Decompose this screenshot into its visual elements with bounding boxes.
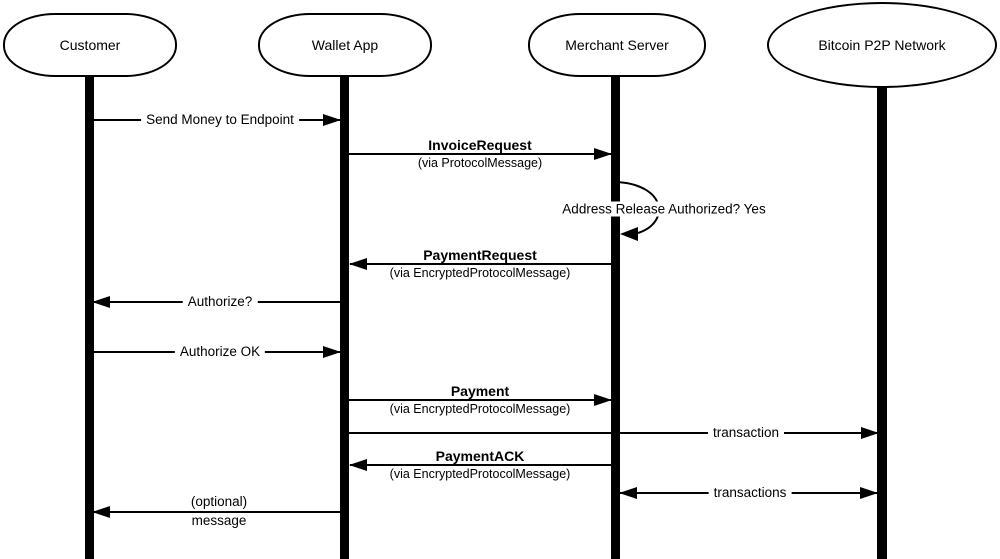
actor-bitcoin-p2p-network-label: Bitcoin P2P Network: [818, 37, 946, 53]
message-label-address-release: Address Release Authorized? Yes: [559, 201, 769, 217]
arrowhead-left-icon: [620, 227, 638, 241]
message-authorize: Authorize?: [92, 294, 340, 310]
message-label: InvoiceRequest: [423, 136, 537, 154]
arrowhead-left-icon: [92, 296, 110, 308]
arrowhead-right-icon: [594, 148, 612, 160]
arrowhead-left-icon: [92, 506, 110, 518]
message-authorize-ok: Authorize OK: [93, 344, 341, 360]
actor-merchant-server-label: Merchant Server: [565, 37, 669, 53]
message-label: transactions: [708, 485, 792, 501]
message-invoice-request: InvoiceRequest (via ProtocolMessage): [349, 136, 612, 171]
message-label: Send Money to Endpoint: [141, 112, 299, 128]
lifeline-wallet-app: [340, 74, 349, 559]
message-transactions: transactions: [619, 485, 878, 501]
actor-bitcoin-p2p-network: Bitcoin P2P Network: [767, 2, 997, 88]
arrowhead-left-icon: [619, 487, 637, 499]
message-sublabel: (via EncryptedProtocolMessage): [384, 466, 576, 482]
message-label: transaction: [707, 425, 785, 441]
arrowhead-right-icon: [860, 487, 878, 499]
arrowhead-right-icon: [594, 394, 612, 406]
arrowhead-right-icon: [323, 346, 341, 358]
actor-customer-label: Customer: [59, 37, 121, 53]
lifeline-bitcoin-network: [877, 85, 887, 559]
arrowhead-left-icon: [349, 459, 367, 471]
message-label: PaymentRequest: [418, 246, 542, 264]
message-sublabel: (via ProtocolMessage): [412, 155, 548, 171]
message-label: Authorize OK: [174, 344, 266, 360]
actor-wallet-app-label: Wallet App: [311, 37, 379, 53]
message-optional-message: (optional) message: [92, 494, 340, 529]
arrowhead-left-icon: [349, 258, 367, 270]
message-payment: Payment (via EncryptedProtocolMessage): [349, 382, 612, 417]
message-label: Payment: [445, 382, 515, 400]
actor-customer: Customer: [3, 13, 177, 77]
message-sublabel: message: [186, 513, 252, 529]
arrowhead-right-icon: [323, 114, 341, 126]
actor-merchant-server: Merchant Server: [528, 13, 706, 77]
message-label: Authorize?: [182, 294, 258, 310]
message-label: PaymentACK: [430, 447, 530, 465]
message-payment-request: PaymentRequest (via EncryptedProtocolMes…: [349, 246, 611, 281]
message-send-money-to-endpoint: Send Money to Endpoint: [93, 112, 341, 128]
message-label: (optional): [185, 494, 253, 510]
actor-wallet-app: Wallet App: [258, 13, 432, 77]
message-payment-ack: PaymentACK (via EncryptedProtocolMessage…: [349, 447, 611, 482]
lifeline-customer: [85, 74, 94, 559]
message-transaction: transaction: [349, 425, 879, 441]
message-sublabel: (via EncryptedProtocolMessage): [384, 265, 576, 281]
arrowhead-right-icon: [861, 427, 879, 439]
lifeline-merchant-server: [611, 74, 620, 559]
message-sublabel: (via EncryptedProtocolMessage): [384, 401, 576, 417]
